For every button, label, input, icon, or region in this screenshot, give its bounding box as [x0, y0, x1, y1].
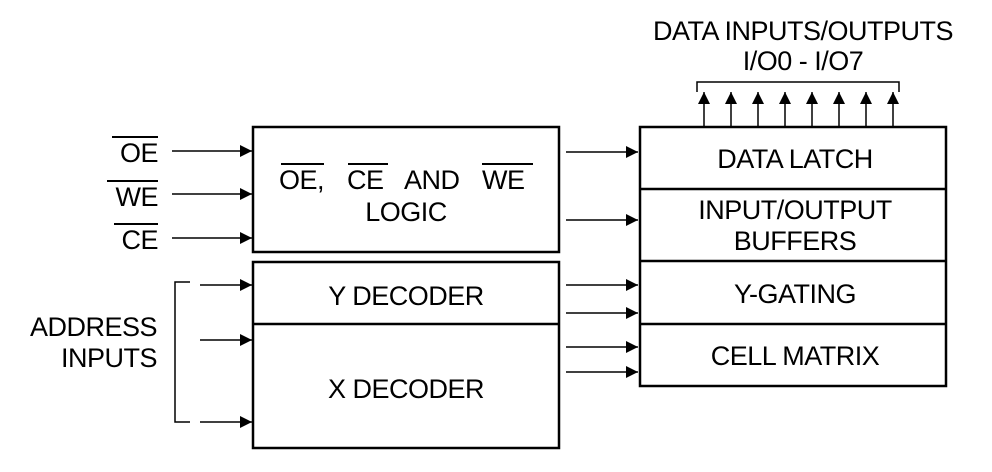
we-input-label: WE [116, 182, 159, 212]
control-logic-block [251, 125, 561, 254]
data-latch-label: DATA LATCH [717, 144, 873, 174]
address-bracket [174, 281, 190, 423]
address-inputs-label-line1: ADDRESS [30, 312, 157, 342]
logic-oe-label: OE, [279, 165, 324, 195]
y-decoder-label: Y DECODER [328, 281, 484, 311]
logic-ce-label: CE [347, 165, 384, 195]
decoder-block [251, 260, 561, 450]
oe-input-label: OE [120, 138, 158, 168]
logic-line2-label: LOGIC [365, 197, 447, 227]
x-decoder-label: X DECODER [328, 374, 484, 404]
ce-input-label: CE [121, 225, 158, 255]
address-inputs-label-line2: INPUTS [61, 343, 157, 373]
y-gating-label: Y-GATING [734, 279, 856, 309]
logic-and-label: AND [404, 165, 460, 195]
io-output-arrows [698, 92, 899, 126]
data-io-title: DATA INPUTS/OUTPUTS [653, 16, 953, 46]
memory-stack-block [638, 125, 948, 388]
io-range-label: I/O0 - I/O7 [743, 46, 864, 76]
logic-we-label: WE [482, 165, 525, 195]
io-buffers-label-line2: BUFFERS [734, 226, 857, 256]
cell-matrix-label: CELL MATRIX [711, 341, 880, 371]
io-buffers-label-line1: INPUT/OUTPUT [698, 195, 892, 225]
io-bracket [696, 81, 900, 92]
